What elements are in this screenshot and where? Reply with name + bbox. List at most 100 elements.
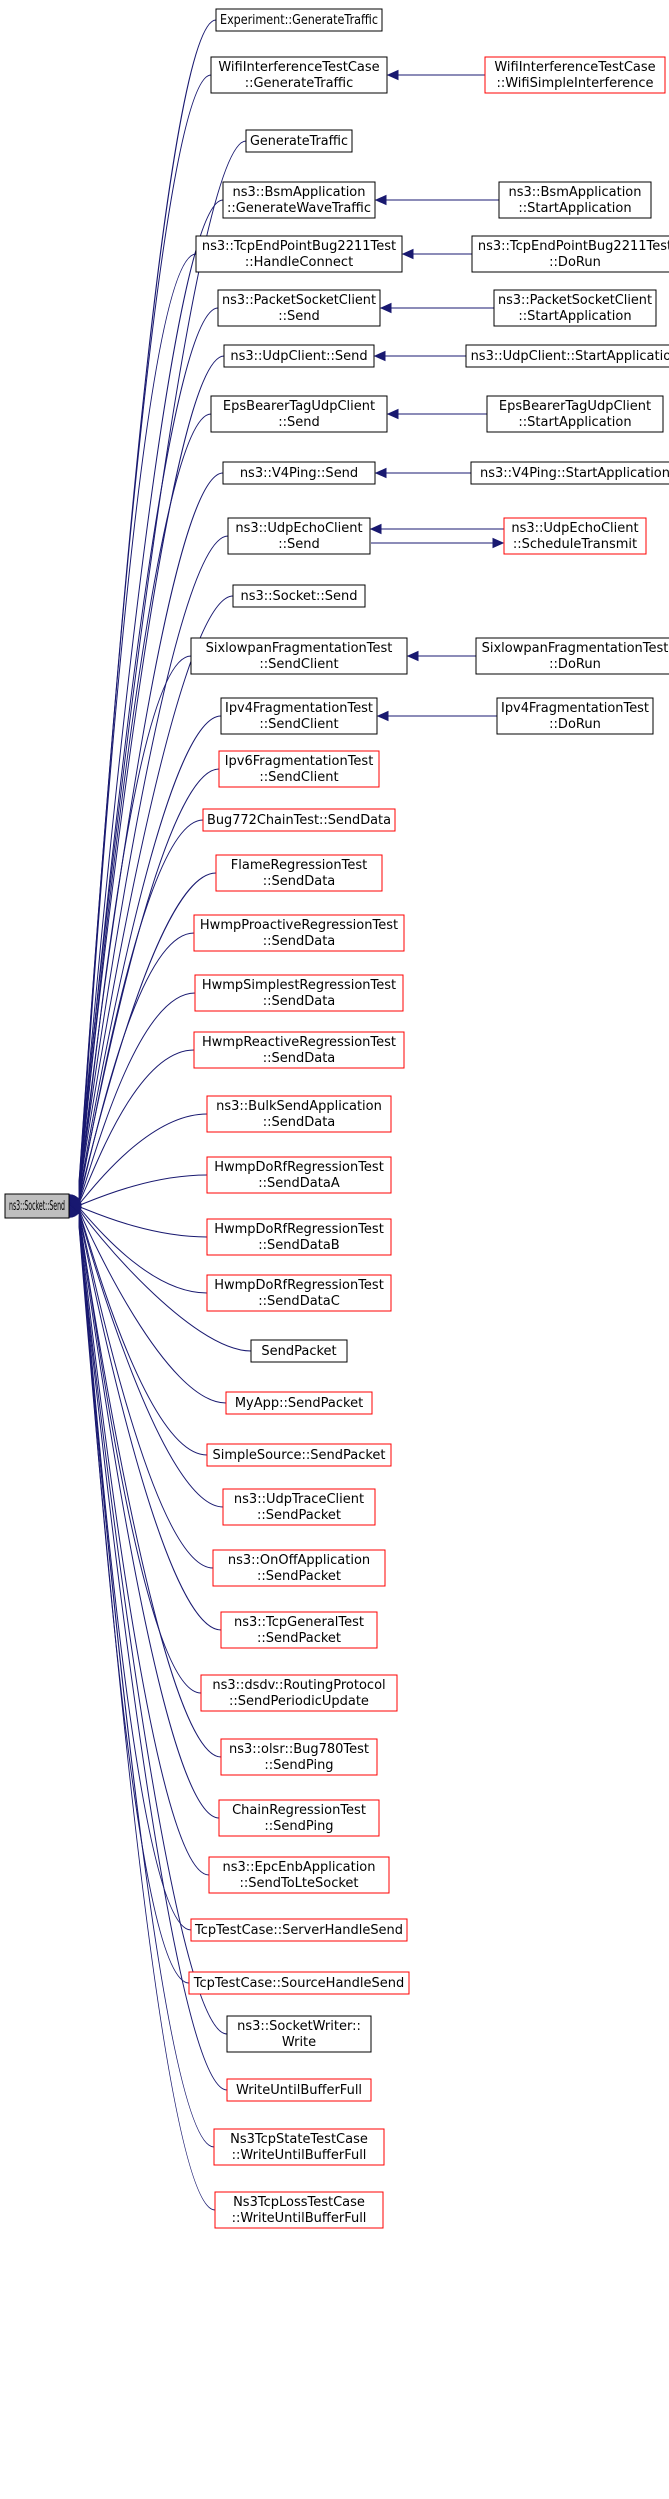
caller-node-c25[interactable]: SimpleSource::SendPacket xyxy=(206,1443,392,1467)
caller-node-c13-label-line: ::SendClient xyxy=(259,770,338,785)
caller-node-c11-box xyxy=(190,637,408,675)
root-node-socket-send[interactable]: ns3::Socket::Send xyxy=(4,1193,70,1219)
upstream-node-u12-label-line: Ipv4FragmentationTest xyxy=(501,701,649,716)
caller-node-c23[interactable]: SendPacket xyxy=(250,1339,348,1363)
caller-node-c1[interactable]: WifiInterferenceTestCase::GenerateTraffi… xyxy=(210,56,388,94)
caller-node-c14-label-line: Bug772ChainTest::SendData xyxy=(207,813,391,828)
caller-node-c2[interactable]: GenerateTraffic xyxy=(245,129,353,153)
edge-c14-to-root xyxy=(78,819,204,1199)
caller-node-c6[interactable]: ns3::UdpClient::Send xyxy=(223,344,375,368)
caller-node-c21-label-line: HwmpDoRfRegressionTest xyxy=(214,1222,384,1237)
caller-node-c3[interactable]: ns3::BsmApplication::GenerateWaveTraffic xyxy=(222,181,376,219)
caller-node-c18[interactable]: HwmpReactiveRegressionTest::SendData xyxy=(193,1031,405,1069)
upstream-node-u5[interactable]: ns3::PacketSocketClient::StartApplicatio… xyxy=(493,289,657,327)
caller-node-c35[interactable]: ns3::SocketWriter::Write xyxy=(226,2015,372,2053)
caller-node-c21[interactable]: HwmpDoRfRegressionTest::SendDataB xyxy=(206,1218,392,1256)
caller-node-c9-box xyxy=(227,517,371,555)
upstream-node-u11[interactable]: SixlowpanFragmentationTest::DoRun xyxy=(475,637,669,675)
edge-c32-to-root xyxy=(78,1219,210,1876)
caller-node-c26[interactable]: ns3::UdpTraceClient::SendPacket xyxy=(222,1488,376,1526)
caller-node-c14-box xyxy=(202,808,396,832)
caller-node-c1-label-line: ::GenerateTraffic xyxy=(245,76,354,91)
upstream-node-u4[interactable]: ns3::TcpEndPointBug2211Test::DoRun xyxy=(471,235,669,273)
caller-node-c29-label-line: ::SendPeriodicUpdate xyxy=(229,1694,369,1709)
upstream-node-u9-label-line: ns3::UdpEchoClient xyxy=(511,521,638,536)
caller-node-c7-box xyxy=(210,395,388,433)
upstream-node-u7[interactable]: EpsBearerTagUdpClient::StartApplication xyxy=(486,395,664,433)
caller-node-c38[interactable]: Ns3TcpLossTestCase::WriteUntilBufferFull xyxy=(214,2191,384,2229)
upstream-node-u12-label-line: ::DoRun xyxy=(549,717,601,732)
caller-node-c34[interactable]: TcpTestCase::SourceHandleSend xyxy=(188,1971,410,1995)
caller-node-c15-label-line: ::SendData xyxy=(263,874,336,889)
caller-node-c7-label-line: ::Send xyxy=(278,415,320,430)
upstream-node-u5-box xyxy=(493,289,657,327)
upstream-node-u8[interactable]: ns3::V4Ping::StartApplication xyxy=(470,461,669,485)
upstream-node-u1[interactable]: WifiInterferenceTestCase::WifiSimpleInte… xyxy=(484,56,666,94)
caller-node-c20[interactable]: HwmpDoRfRegressionTest::SendDataA xyxy=(206,1156,392,1194)
edge-c31-to-root xyxy=(78,1218,220,1819)
caller-node-c37[interactable]: Ns3TcpStateTestCase::WriteUntilBufferFul… xyxy=(213,2128,385,2166)
caller-node-c24[interactable]: MyApp::SendPacket xyxy=(225,1391,373,1415)
caller-node-c19[interactable]: ns3::BulkSendApplication::SendData xyxy=(206,1095,392,1133)
caller-node-c12[interactable]: Ipv4FragmentationTest::SendClient xyxy=(220,697,378,735)
caller-node-c14[interactable]: Bug772ChainTest::SendData xyxy=(202,808,396,832)
caller-node-c23-label-line: SendPacket xyxy=(261,1344,336,1359)
caller-node-c31[interactable]: ChainRegressionTest::SendPing xyxy=(218,1799,380,1837)
caller-node-c9-label-line: ::Send xyxy=(278,537,320,552)
caller-node-c7[interactable]: EpsBearerTagUdpClient::Send xyxy=(210,395,388,433)
arrowhead-u11 xyxy=(406,650,419,662)
upstream-node-u3[interactable]: ns3::BsmApplication::StartApplication xyxy=(498,181,652,219)
edge-c4-to-root xyxy=(78,253,197,1188)
caller-node-c1-label-line: WifiInterferenceTestCase xyxy=(218,60,379,75)
arrowhead-u4 xyxy=(401,248,414,260)
upstream-node-u3-box xyxy=(498,181,652,219)
caller-node-c32-label-line: ::SendToLteSocket xyxy=(239,1876,358,1891)
upstream-node-u5-label-line: ns3::PacketSocketClient xyxy=(498,293,652,308)
caller-node-c19-box xyxy=(206,1095,392,1133)
edge-c22-to-root xyxy=(78,1207,208,1294)
caller-node-c10[interactable]: ns3::Socket::Send xyxy=(232,584,366,608)
edge-c19-to-root xyxy=(78,1113,208,1205)
upstream-node-u3-label-line: ::StartApplication xyxy=(518,201,631,216)
caller-node-c3-label-line: ::GenerateWaveTraffic xyxy=(227,201,371,216)
upstream-node-u11-box xyxy=(475,637,669,675)
caller-node-c28-label-line: ns3::TcpGeneralTest xyxy=(234,1615,364,1630)
upstream-node-u6-label-line: ns3::UdpClient::StartApplication xyxy=(471,349,669,364)
caller-node-c5[interactable]: ns3::PacketSocketClient::Send xyxy=(217,289,381,327)
edge-c11-to-root xyxy=(78,655,192,1196)
caller-node-c8[interactable]: ns3::V4Ping::Send xyxy=(222,461,376,485)
caller-node-c36[interactable]: WriteUntilBufferFull xyxy=(226,2078,372,2102)
caller-node-c17[interactable]: HwmpSimplestRegressionTest::SendData xyxy=(194,974,404,1012)
caller-node-c13[interactable]: Ipv6FragmentationTest::SendClient xyxy=(218,750,380,788)
caller-node-c16[interactable]: HwmpProactiveRegressionTest::SendData xyxy=(193,914,405,952)
edge-c36-to-root xyxy=(78,1223,228,2091)
caller-node-c9[interactable]: ns3::UdpEchoClient::Send xyxy=(227,517,371,555)
caller-node-c36-label-line: WriteUntilBufferFull xyxy=(236,2083,362,2098)
caller-node-c24-label-line: MyApp::SendPacket xyxy=(235,1396,363,1411)
upstream-node-u11-label-line: SixlowpanFragmentationTest xyxy=(482,641,669,656)
caller-node-c11[interactable]: SixlowpanFragmentationTest::SendClient xyxy=(190,637,408,675)
caller-node-c18-box xyxy=(193,1031,405,1069)
caller-node-c27[interactable]: ns3::OnOffApplication::SendPacket xyxy=(212,1549,386,1587)
caller-node-c6-label-line: ns3::UdpClient::Send xyxy=(230,349,367,364)
caller-node-c37-label-line: ::WriteUntilBufferFull xyxy=(232,2148,367,2163)
upstream-node-u6[interactable]: ns3::UdpClient::StartApplication xyxy=(465,344,669,368)
caller-node-c4[interactable]: ns3::TcpEndPointBug2211Test::HandleConne… xyxy=(195,235,403,273)
caller-node-c0[interactable]: Experiment::GenerateTraffic xyxy=(215,8,383,32)
caller-node-c8-box xyxy=(222,461,376,485)
caller-node-c23-box xyxy=(250,1339,348,1363)
edge-c17-to-root xyxy=(78,992,196,1202)
upstream-node-u4-box xyxy=(471,235,669,273)
caller-node-c15[interactable]: FlameRegressionTest::SendData xyxy=(215,854,383,892)
upstream-node-u9[interactable]: ns3::UdpEchoClient::ScheduleTransmit xyxy=(503,517,647,555)
caller-node-c32-label-line: ns3::EpcEnbApplication xyxy=(223,1860,376,1875)
caller-node-c22[interactable]: HwmpDoRfRegressionTest::SendDataC xyxy=(206,1274,392,1312)
upstream-node-u12[interactable]: Ipv4FragmentationTest::DoRun xyxy=(496,697,654,735)
caller-node-c32[interactable]: ns3::EpcEnbApplication::SendToLteSocket xyxy=(208,1856,390,1894)
caller-node-c30[interactable]: ns3::olsr::Bug780Test::SendPing xyxy=(220,1738,378,1776)
caller-node-c29[interactable]: ns3::dsdv::RoutingProtocol::SendPeriodic… xyxy=(200,1674,398,1712)
caller-node-c33[interactable]: TcpTestCase::ServerHandleSend xyxy=(190,1918,408,1942)
caller-node-c5-label-line: ns3::PacketSocketClient xyxy=(222,293,376,308)
caller-node-c28[interactable]: ns3::TcpGeneralTest::SendPacket xyxy=(220,1611,378,1649)
edge-c30-to-root xyxy=(78,1216,222,1758)
